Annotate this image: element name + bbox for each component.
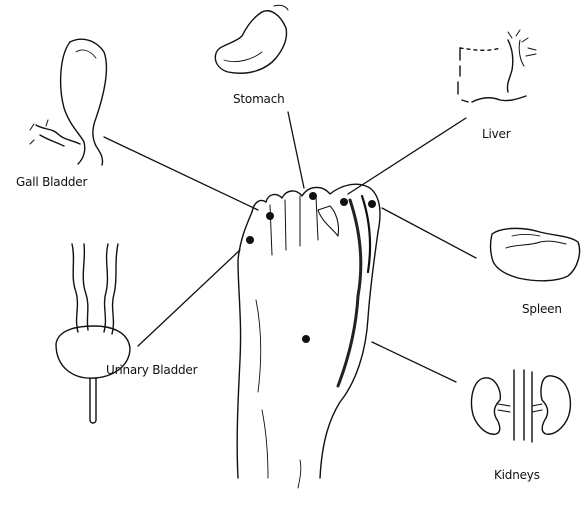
- connector-spleen: [382, 208, 476, 258]
- urinary-bladder-illustration: [56, 244, 130, 423]
- label-stomach: Stomach: [233, 92, 285, 106]
- connector-stomach: [288, 112, 304, 188]
- stomach-illustration: [215, 5, 288, 73]
- reflex-point: [340, 198, 348, 206]
- spleen-illustration: [491, 228, 580, 280]
- connector-kidneys: [372, 342, 456, 382]
- label-gall-bladder: Gall Bladder: [16, 175, 87, 189]
- reflex-point: [266, 212, 274, 220]
- connector-lines: [104, 112, 476, 382]
- connector-liver: [348, 118, 466, 194]
- label-spleen: Spleen: [522, 302, 562, 316]
- liver-illustration: [458, 30, 536, 102]
- reflex-point: [246, 236, 254, 244]
- label-kidneys: Kidneys: [494, 468, 540, 482]
- gall-bladder-illustration: [30, 39, 106, 165]
- label-liver: Liver: [482, 127, 510, 141]
- reflex-point: [302, 335, 310, 343]
- connector-urinary-bladder: [138, 250, 240, 346]
- reflex-point: [309, 192, 317, 200]
- connector-gall-bladder: [104, 137, 258, 210]
- kidneys-illustration: [472, 370, 571, 442]
- reflex-point: [368, 200, 376, 208]
- label-urinary-bladder: Urinary Bladder: [106, 363, 197, 377]
